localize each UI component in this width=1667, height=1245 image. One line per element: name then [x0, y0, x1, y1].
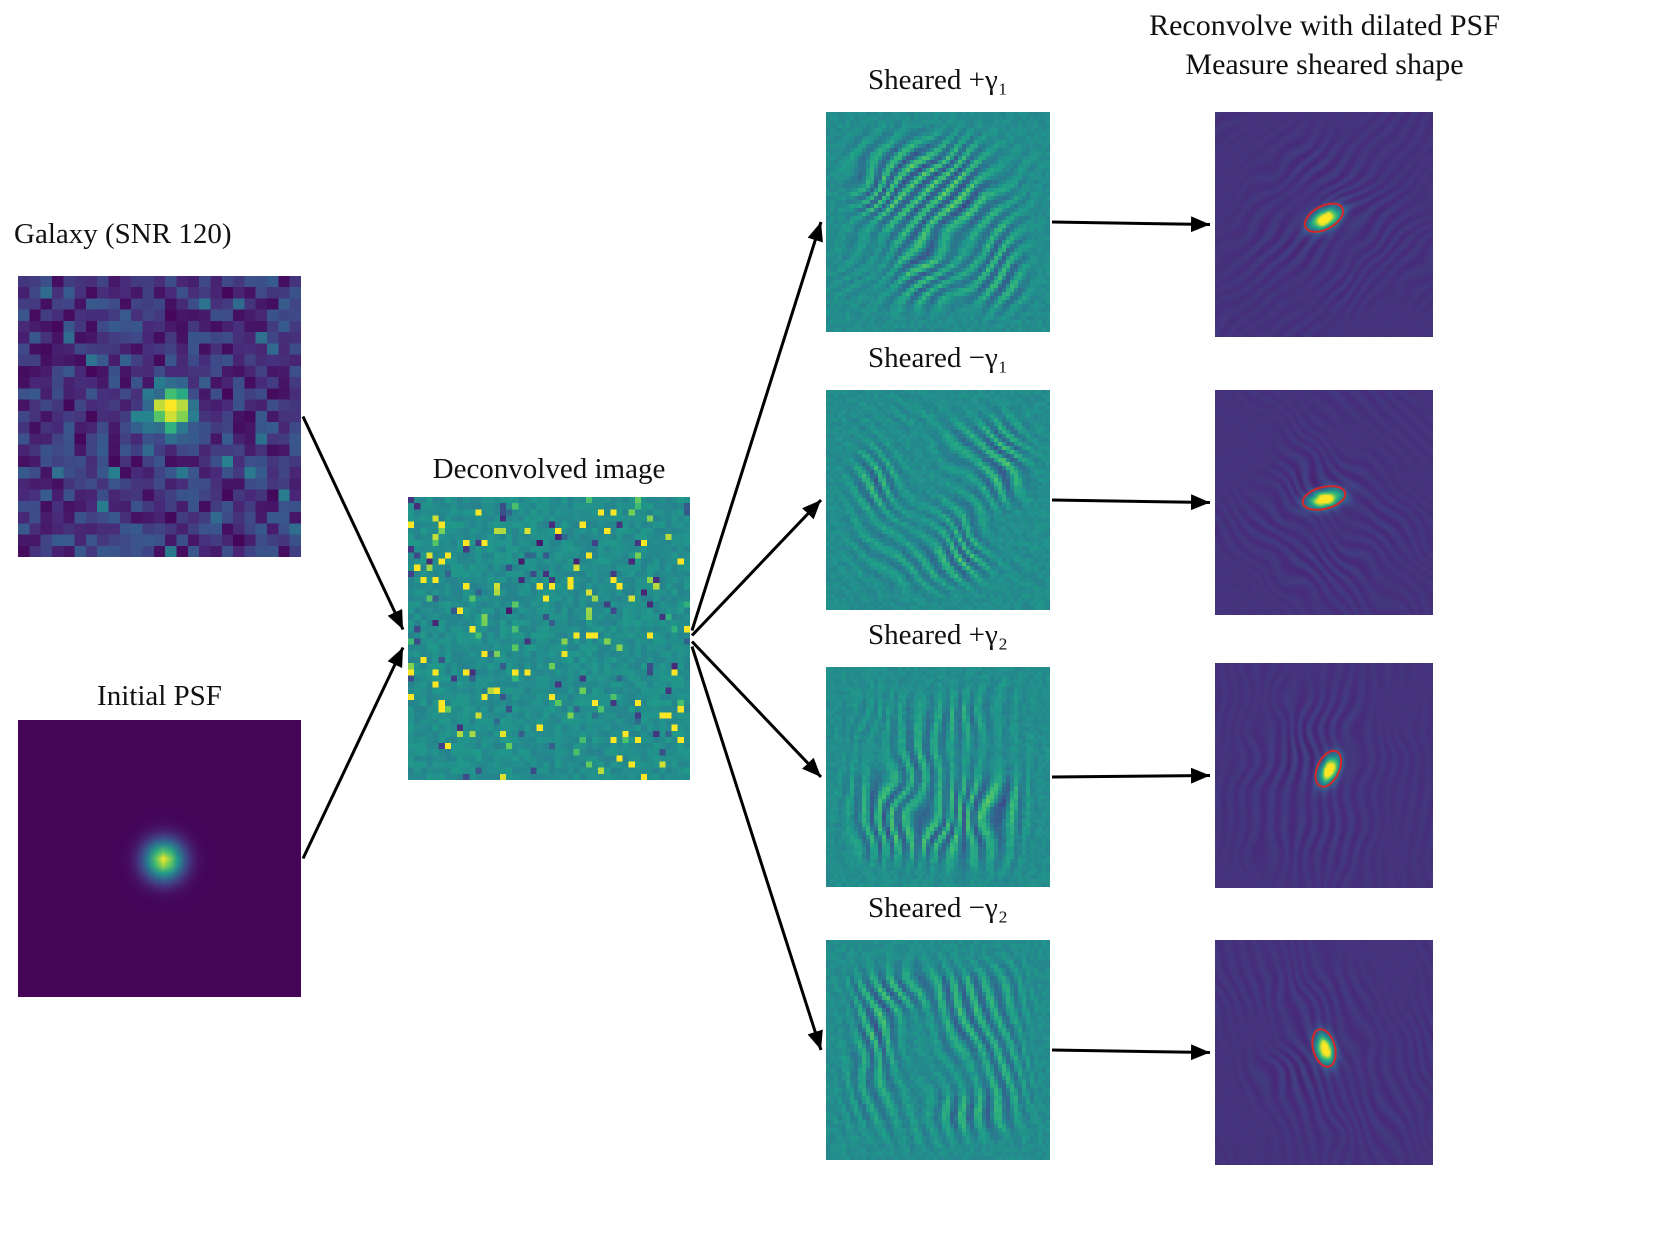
reconvolved-plus-g1-image-panel — [1215, 112, 1433, 337]
reconvolved-plus-g2-image-panel — [1215, 663, 1433, 888]
figure-title-line2: Measure sheared shape — [1185, 48, 1464, 81]
sheared-minus-g2-image-panel — [826, 940, 1050, 1160]
sheared-minus-g2-canvas — [826, 940, 1050, 1160]
reconvolved-minus-g1-image-panel — [1215, 390, 1433, 615]
sheared-minus-g1-image-panel — [826, 390, 1050, 610]
sheared-plus-g2-image-panel — [826, 667, 1050, 887]
flow-arrow — [690, 221, 823, 631]
galaxy-image-panel — [18, 276, 301, 557]
galaxy-label: Galaxy (SNR 120) — [14, 218, 232, 250]
sheared-plus-g2-canvas — [826, 667, 1050, 887]
reconvolved-plus-g2-canvas — [1215, 663, 1433, 888]
flow-arrow — [1051, 494, 1211, 511]
flow-arrow — [301, 646, 405, 860]
reconvolved-minus-g2-image-panel — [1215, 940, 1433, 1165]
deconvolved-image-panel — [408, 497, 690, 780]
figure-title: Reconvolve with dilated PSF Measure shea… — [1072, 6, 1577, 84]
sheared-plus-g2-label: Sheared +γ₂ — [868, 619, 1008, 651]
sheared-minus-g1-canvas — [826, 390, 1050, 610]
flow-arrow — [690, 498, 823, 637]
reconvolved-minus-g2-canvas — [1215, 940, 1433, 1165]
sheared-minus-g1-label: Sheared −γ₁ — [868, 342, 1008, 374]
psf-image-canvas — [18, 720, 301, 997]
sheared-plus-g1-image-panel — [826, 112, 1050, 332]
psf-image-panel — [18, 720, 301, 997]
sheared-plus-g1-label: Sheared +γ₁ — [868, 64, 1008, 96]
reconvolved-minus-g1-canvas — [1215, 390, 1433, 615]
flow-arrow — [1051, 767, 1211, 784]
deconvolved-label: Deconvolved image — [432, 453, 666, 485]
flow-arrow — [1051, 216, 1211, 233]
reconvolved-plus-g1-canvas — [1215, 112, 1433, 337]
psf-label: Initial PSF — [97, 680, 222, 712]
figure-title-line1: Reconvolve with dilated PSF — [1149, 9, 1500, 42]
sheared-plus-g1-canvas — [826, 112, 1050, 332]
sheared-minus-g2-label: Sheared −γ₂ — [868, 892, 1008, 924]
flow-arrow — [301, 415, 405, 631]
flow-arrow — [1051, 1044, 1211, 1061]
galaxy-image-canvas — [18, 276, 301, 557]
deconvolved-image-canvas — [408, 497, 690, 780]
flow-arrow — [690, 640, 823, 779]
flow-arrow — [690, 646, 823, 1051]
